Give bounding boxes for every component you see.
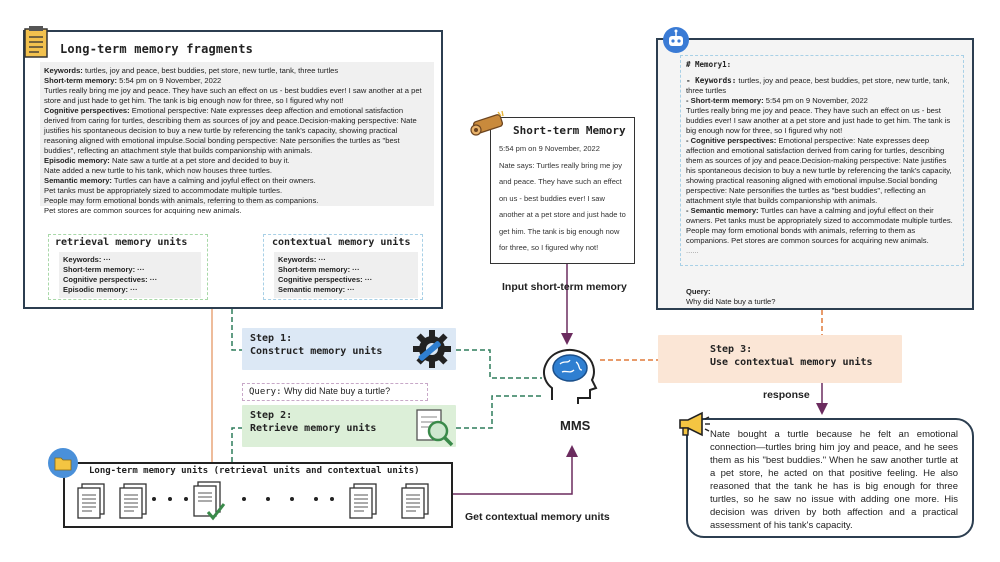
ltm-line: Semantic memory: Turtles can have a calm… xyxy=(44,176,316,185)
retrieval-memory-units-box: retrieval memory units Keywords: ··· Sho… xyxy=(48,234,208,300)
megaphone-icon xyxy=(676,410,710,443)
contextual-units-list: Keywords: ··· Short-term memory: ··· Cog… xyxy=(274,252,418,298)
response-text: Nate bought a turtle because he felt an … xyxy=(710,429,958,531)
step3-use-contextual-memory-units: Step 3: Use contextual memory units xyxy=(658,335,902,383)
memory1-line: - Cognitive perspectives: Emotional pers… xyxy=(686,136,952,205)
ltm-line: Short-term memory: 5:54 pm on 9 November… xyxy=(44,76,222,85)
ltm-fragment-text: Keywords: turtles, joy and peace, best b… xyxy=(40,62,434,215)
document-icon xyxy=(348,482,380,525)
step1-to-mms xyxy=(456,349,542,379)
query-label: Query: xyxy=(249,387,282,397)
notepad-icon xyxy=(22,26,52,65)
step2-connector xyxy=(231,427,242,462)
step2-label: Step 2: Retrieve memory units xyxy=(250,410,377,434)
stm-body: 5:54 pm on 9 November, 2022 Nate says: T… xyxy=(499,141,626,257)
list-item: Short-term memory: ··· xyxy=(278,265,360,274)
list-item: Cognitive perspectives: ··· xyxy=(278,275,373,284)
ltm-title: Long-term memory fragments xyxy=(60,42,254,56)
query-box: Query: Why did Nate buy a turtle? xyxy=(242,383,428,401)
gear-wrench-icon xyxy=(410,327,454,376)
selected-document-icon xyxy=(192,480,232,529)
robot-icon xyxy=(662,26,690,59)
step1-connector xyxy=(231,309,242,351)
folder-icon xyxy=(47,447,79,484)
retrieval-units-title: retrieval memory units xyxy=(55,237,188,248)
list-item: Semantic memory: ··· xyxy=(278,285,355,294)
short-term-memory-panel: Short-term Memory 5:54 pm on 9 November,… xyxy=(490,117,635,264)
step3-label: Step 3: Use contextual memory units xyxy=(710,344,873,368)
memory1-query-text: Why did Nate buy a turtle? xyxy=(686,297,776,306)
list-item: Keywords: ··· xyxy=(63,255,111,264)
stm-text: Nate says: Turtles really bring me joy a… xyxy=(499,160,626,253)
query-text: Why did Nate buy a turtle? xyxy=(284,386,391,396)
ltm-line: Nate added a new turtle to his tank, whi… xyxy=(44,166,272,175)
long-term-memory-units-title: Long-term memory units (retrieval units … xyxy=(89,466,420,476)
ltm-line: Episodic memory: Nate saw a turtle at a … xyxy=(44,156,290,165)
list-item: Cognitive perspectives: ··· xyxy=(63,275,158,284)
list-item: Short-term memory: ··· xyxy=(63,265,145,274)
scroll-icon xyxy=(468,110,508,141)
memory1-query: Query: Why did Nate buy a turtle? xyxy=(686,287,775,307)
memory1-query-label: Query: xyxy=(686,287,711,296)
brain-head-icon xyxy=(538,342,602,411)
ltm-line: Turtles really bring me joy and peace. T… xyxy=(44,86,422,105)
step1-label: Step 1: Construct memory units xyxy=(250,333,383,357)
ltm-line: Pet stores are common sources for acquir… xyxy=(44,206,242,215)
document-icon xyxy=(76,482,108,525)
get-contextual-memory-units-label: Get contextual memory units xyxy=(465,511,610,523)
ltm-line: Keywords: turtles, joy and peace, best b… xyxy=(44,66,339,75)
retrieval-units-list: Keywords: ··· Short-term memory: ··· Cog… xyxy=(59,252,201,298)
document-icon xyxy=(400,482,432,525)
response-panel: Nate bought a turtle because he felt an … xyxy=(686,418,974,538)
contextual-memory-units-box: contextual memory units Keywords: ··· Sh… xyxy=(263,234,423,300)
stm-title: Short-term Memory xyxy=(513,124,626,137)
step2-to-mms xyxy=(456,395,542,429)
ltm-line: Pet tanks must be appropriately sized to… xyxy=(44,186,283,195)
memory1-line: - Short-term memory: 5:54 pm on 9 Novemb… xyxy=(686,96,868,105)
mms-label: MMS xyxy=(560,418,591,433)
stm-time: 5:54 pm on 9 November, 2022 xyxy=(499,144,600,153)
contextual-units-title: contextual memory units xyxy=(272,237,411,248)
document-icon xyxy=(118,482,150,525)
memory1-header: # Memory1: xyxy=(686,60,732,69)
list-item: Episodic memory: ··· xyxy=(63,285,138,294)
ltm-line: People may form emotional bonds with ani… xyxy=(44,196,319,205)
response-label: response xyxy=(763,389,810,401)
memory1-line: Turtles really bring me joy and peace. T… xyxy=(686,106,951,135)
input-short-term-memory-label: Input short-term memory xyxy=(502,281,627,293)
list-item: Keywords: ··· xyxy=(278,255,326,264)
memory1-ellipsis: ...... xyxy=(686,246,699,255)
memory1-line: - Semantic memory: Turtles can have a ca… xyxy=(686,206,953,245)
memory1-content: # Memory1: - Keywords: turtles, joy and … xyxy=(680,55,964,266)
ellipsis-dots xyxy=(242,497,334,501)
memory1-line: - Keywords: turtles, joy and peace, best… xyxy=(686,76,950,95)
ellipsis-dots xyxy=(152,497,188,501)
units-to-mms-arrow xyxy=(453,445,578,495)
magnifier-doc-icon xyxy=(413,406,455,453)
ltm-line: Cognitive perspectives: Emotional perspe… xyxy=(44,106,417,155)
